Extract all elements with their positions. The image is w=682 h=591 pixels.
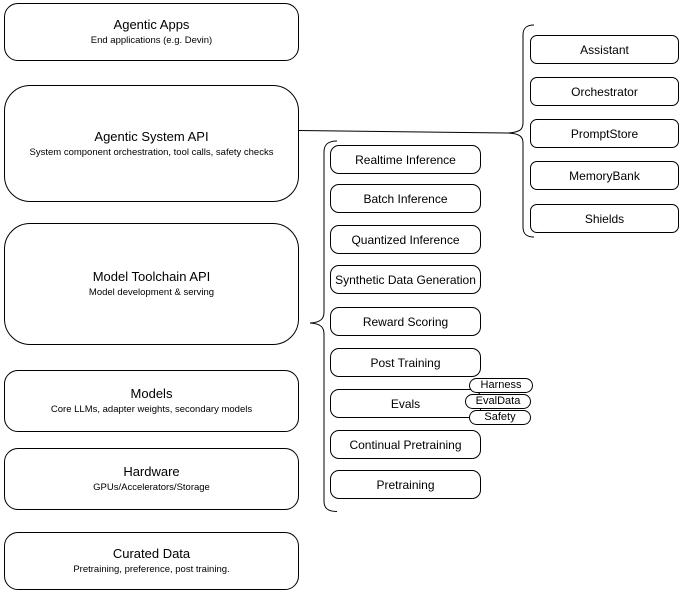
layer-subtitle: Model development & serving bbox=[88, 287, 215, 298]
eval-pill-label: Safety bbox=[484, 411, 516, 423]
layer-box-curated-data: Curated Data Pretraining, preference, po… bbox=[4, 532, 299, 590]
toolchain-label: Quantized Inference bbox=[351, 232, 460, 247]
layer-box-models: Models Core LLMs, adapter weights, secon… bbox=[4, 370, 299, 432]
toolchain-label: Evals bbox=[390, 396, 421, 411]
layer-title: Model Toolchain API bbox=[92, 269, 211, 284]
layer-title: Curated Data bbox=[112, 546, 191, 561]
system-box-shields: Shields bbox=[530, 204, 679, 233]
layer-title: Models bbox=[130, 386, 173, 401]
eval-pill-evaldata: EvalData bbox=[465, 394, 531, 409]
toolchain-label: Pretraining bbox=[376, 477, 435, 492]
layer-subtitle: System component orchestration, tool cal… bbox=[29, 146, 274, 158]
system-label: Orchestrator bbox=[571, 84, 638, 99]
toolchain-box-realtime-inference: Realtime Inference bbox=[330, 145, 481, 174]
layer-box-agentic-apps: Agentic Apps End applications (e.g. Devi… bbox=[4, 3, 299, 61]
layer-box-hardware: Hardware GPUs/Accelerators/Storage bbox=[4, 448, 299, 510]
toolchain-label: Continual Pretraining bbox=[349, 437, 462, 452]
toolchain-label: Synthetic Data Generation bbox=[335, 272, 476, 287]
toolchain-label: Reward Scoring bbox=[362, 314, 449, 329]
toolchain-box-batch-inference: Batch Inference bbox=[330, 184, 481, 213]
toolchain-label: Batch Inference bbox=[363, 191, 448, 206]
toolchain-box-pretraining: Pretraining bbox=[330, 470, 481, 499]
layer-subtitle: Pretraining, preference, post training. bbox=[73, 564, 230, 575]
toolchain-box-quantized-inference: Quantized Inference bbox=[330, 225, 481, 254]
toolchain-box-reward-scoring: Reward Scoring bbox=[330, 307, 481, 336]
system-box-memorybank: MemoryBank bbox=[530, 161, 679, 190]
system-box-orchestrator: Orchestrator bbox=[530, 77, 679, 106]
layer-box-agentic-system-api: Agentic System API System component orch… bbox=[4, 85, 299, 202]
toolchain-box-synthetic-data-generation: Synthetic Data Generation bbox=[330, 265, 481, 294]
system-connector-line bbox=[298, 130, 508, 134]
system-label: MemoryBank bbox=[569, 168, 640, 183]
layer-box-model-toolchain-api: Model Toolchain API Model development & … bbox=[4, 223, 299, 345]
system-box-promptstore: PromptStore bbox=[530, 119, 679, 148]
system-box-assistant: Assistant bbox=[530, 35, 679, 64]
toolchain-box-post-training: Post Training bbox=[330, 348, 481, 377]
toolchain-box-evals: Evals bbox=[330, 389, 481, 418]
system-label: PromptStore bbox=[570, 126, 639, 141]
toolchain-box-continual-pretraining: Continual Pretraining bbox=[330, 430, 481, 459]
eval-pill-label: EvalData bbox=[475, 395, 521, 407]
layer-subtitle: End applications (e.g. Devin) bbox=[90, 35, 213, 46]
eval-pill-safety: Safety bbox=[469, 410, 531, 425]
toolchain-label: Post Training bbox=[370, 355, 441, 370]
layer-title: Hardware bbox=[123, 464, 180, 479]
system-label: Assistant bbox=[580, 42, 629, 57]
layer-title: Agentic System API bbox=[94, 128, 209, 144]
layer-title: Agentic Apps bbox=[113, 17, 190, 32]
layer-subtitle: Core LLMs, adapter weights, secondary mo… bbox=[50, 404, 253, 415]
system-label: Shields bbox=[584, 211, 625, 226]
eval-pill-label: Harness bbox=[480, 379, 522, 391]
layer-subtitle: GPUs/Accelerators/Storage bbox=[93, 482, 210, 493]
toolchain-label: Realtime Inference bbox=[355, 152, 456, 167]
eval-pill-harness: Harness bbox=[469, 378, 533, 393]
